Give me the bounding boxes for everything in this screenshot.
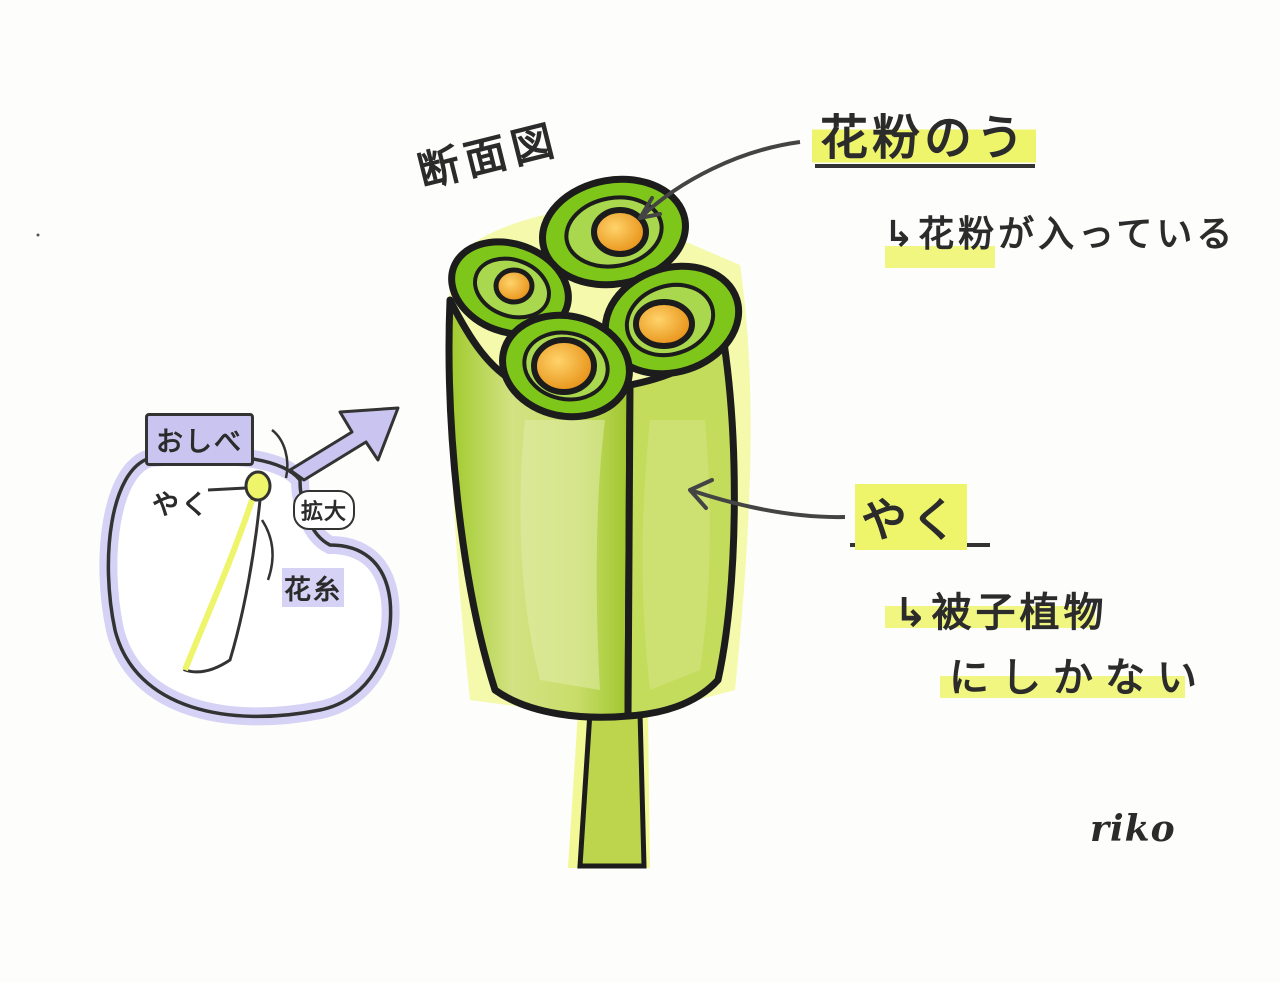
anther-label: やく: [855, 484, 967, 550]
pollen-sac-front: [499, 311, 633, 421]
anther-description-line1: ↳被子植物: [894, 590, 1108, 636]
pollen-sac-left: [448, 238, 572, 338]
anther-description-line2: にしかない: [949, 655, 1209, 701]
magnify-label: 拡大: [293, 490, 356, 530]
filament: [568, 709, 650, 869]
inset-filament-label: 花糸: [282, 568, 344, 607]
stamen-label: おしべ: [145, 413, 254, 466]
pollen-sac-leader: [638, 140, 801, 220]
stamen-inset: [99, 429, 400, 726]
inset-anther-label: やく: [152, 490, 210, 521]
pollen-sac-description: ↳花粉が入っている: [884, 214, 1237, 255]
signature: riko: [1090, 808, 1176, 850]
anther-leader: [688, 478, 846, 520]
pollen-sac-right: [601, 262, 743, 378]
pollen-sac-label: 花粉のう: [812, 98, 1037, 168]
magnify-arrow: [288, 406, 400, 482]
